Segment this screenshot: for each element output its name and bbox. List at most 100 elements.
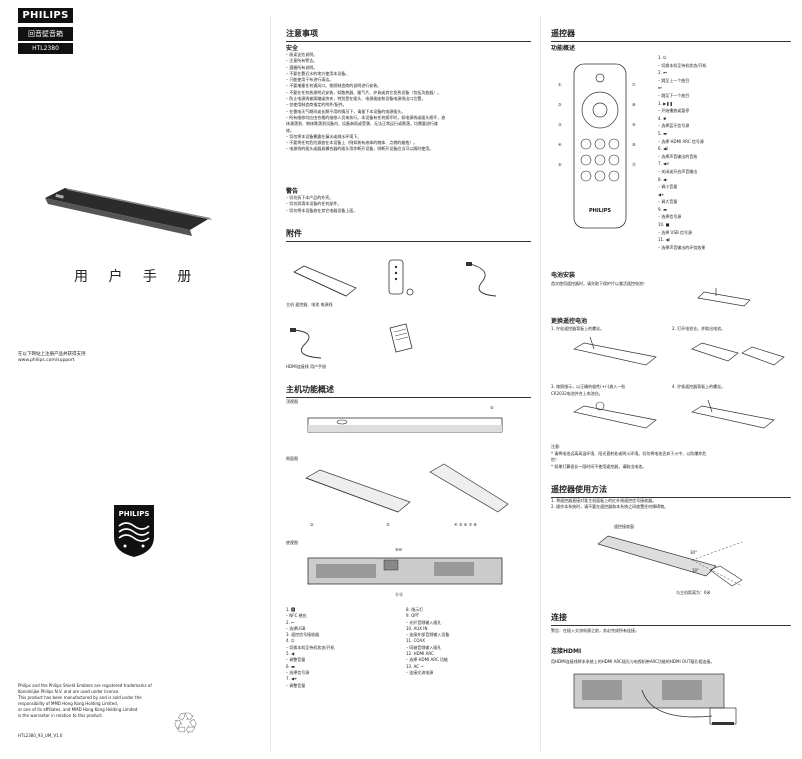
legend-item: – 选择 HDMI ARC 信号源 — [658, 138, 704, 144]
battery-tab-figure — [697, 288, 751, 307]
legend-item: – 选择蓝牙信号源 — [658, 123, 690, 129]
step-2: 2. 打开电池仓。并取出电池。 — [672, 326, 726, 331]
accessories-row2: HDMI连接线 用户手册 — [286, 364, 326, 369]
legend-item: 5. ◀ — [286, 651, 295, 657]
list-item: – 不要在靠近水的地方使用本设备。 — [286, 70, 350, 76]
legend-item: 9. ▬ — [658, 206, 667, 212]
legend-item: – 同轴音频输入插孔 — [406, 644, 442, 650]
bottom-marker-bottom: ⑪⑫ — [395, 592, 403, 597]
legal-line: is the warrantor in relation to this pro… — [18, 713, 104, 718]
list-item: – 仅使用制造商指定的附件/配件。 — [286, 102, 347, 108]
top-view-label: 顶视图 — [286, 399, 298, 404]
list-item: – 在雷电天气期间或长期不用的情况下，请拔下本设备的电源插头。 — [286, 108, 406, 114]
accessories-row1: 主机 遥控器、电池 电源线 — [286, 302, 333, 307]
hdmi-title: 连接HDMI — [551, 648, 582, 655]
legend-item: – 切换本机至待机状态/开机 — [658, 62, 707, 68]
step-2-figure — [691, 342, 785, 366]
remote-func-title: 功能概述 — [551, 45, 576, 52]
manual-title: 用 户 手 册 — [74, 269, 200, 285]
marker: ⑤ — [558, 162, 562, 167]
remote-control-figure: PHILIPS — [573, 63, 627, 229]
list-item: 体溅落到、物体跌落到设备内、设备淋雨或受潮、无法正常运行或跌落，均需要进行维 — [286, 121, 438, 127]
legend-item: 11. COAX — [406, 638, 425, 644]
legend-item: 2. ⭠ — [286, 619, 295, 625]
remote-usage-figure — [597, 535, 743, 587]
list-item: – 不要在任何热源附近安装，如散热器、暖气片、炉具或其它发热设备（包括功放器）。 — [286, 89, 442, 95]
list-item: – 注意所有警告。 — [286, 58, 318, 64]
support-line: 在以下网站上注册产品并获得支持 — [18, 352, 86, 357]
remote-markers-right: ⑦ ⑧ ⑨ ⑩ ⑪ — [632, 78, 636, 172]
remote-brand: PHILIPS — [589, 208, 611, 214]
legend-item: 2. ⏮ — [658, 70, 667, 76]
legend-item: 8. ◀- — [658, 176, 668, 182]
step-4: 4. 拧紧遥控器背板上的螺丝。 — [672, 384, 726, 389]
warning-heading: 警告 — [286, 188, 299, 195]
legend-item: – 选择 HDMI ARC 功能 — [406, 657, 448, 663]
soundbar-accessory-icon — [293, 265, 357, 297]
hdmi-cable-icon — [290, 328, 322, 359]
legend-item: – 跳至下一个曲目 — [658, 92, 690, 98]
legend-item: 11. ◀ⅰ — [658, 237, 670, 243]
support-url[interactable]: www.philips.com/support — [18, 358, 75, 363]
legend-item: 1. ⏻ — [658, 55, 667, 60]
legal-line: This product has been manufactured by an… — [18, 695, 142, 700]
side-view-label: 侧面图 — [286, 456, 298, 461]
legal-line: Philips and the Philips Shield Emblem ar… — [18, 683, 152, 688]
bottom-view-figure — [307, 557, 503, 585]
model-badge: HTL2380 — [18, 43, 73, 54]
legend-item: 13. AC ~ — [406, 663, 424, 669]
legend-item: – 选择USB — [286, 625, 306, 631]
notes-list: * 请将电池远离高温环境、阳光直射处或明火环境。切勿将电池丢弃于火中，以防爆炸危… — [551, 451, 791, 470]
legend-item: – 选择信号源 — [658, 214, 682, 220]
column-divider — [270, 16, 271, 751]
legend-item: 10. ■ — [658, 222, 670, 228]
step-3b: CR2032电池并合上电池仓。 — [551, 391, 603, 396]
brand-logo: PHILIPS — [18, 8, 73, 23]
column-divider — [540, 16, 541, 751]
legal-line: responsibility of MMD Hong Kong Holding … — [18, 701, 119, 706]
overview-legend-left: 1. 🅽 – NFC 感应 2. ⭠ – 选择USB 3. 遥控信号接收器 4.… — [286, 607, 406, 689]
legend-item: 12. HDMI ARC — [406, 651, 434, 657]
legend-item: – 调小音量 — [658, 184, 678, 190]
marker: ③ — [558, 122, 562, 127]
step-3-figure — [573, 401, 657, 429]
list-item: – 不要将任何危险源放在本设备上（例如装有液体的物体、点燃的蜡烛）。 — [286, 140, 418, 146]
connection-title: 连接 — [551, 612, 791, 626]
step-1-figure — [573, 336, 657, 366]
legend-item: – 光纤音频输入插孔 — [406, 619, 442, 625]
legend-item: – 选择声音输出的环绕效果 — [658, 244, 706, 250]
angle-lower: 30° — [692, 568, 700, 573]
legend-item: – 切换本机至待机状态/开机 — [286, 644, 335, 650]
bottom-marker-top: ⑨⑩ — [395, 547, 403, 552]
legend-item: – 选择 USB 信号源 — [658, 229, 693, 235]
remote-title: 遥控器 — [551, 28, 791, 42]
legal-line: or one of its affiliates, and MMD Hong K… — [18, 707, 138, 712]
product-type: 回音壁音箱 — [18, 27, 73, 41]
legend-item: – 连接交流电源 — [406, 669, 434, 675]
marker: ① — [558, 82, 562, 87]
usage-title: 遥控器使用方法 — [551, 484, 791, 498]
legend-item: 1. 🅽 — [286, 607, 296, 612]
side-marker-mid: ③ — [386, 522, 390, 527]
legend-item: 10. AUX IN — [406, 625, 428, 631]
bottom-view-label: 底视图 — [286, 540, 298, 545]
legend-item: – 开始播放或暂停 — [658, 108, 690, 114]
list-item: – 切勿将本设备放在其它电器设备上面。 — [286, 207, 358, 213]
list-item: – 只能使用干布进行清洁。 — [286, 77, 334, 83]
legend-item: 4. ⏻ — [286, 638, 295, 644]
note-title: 注意: — [551, 444, 561, 449]
angle-upper: 30° — [690, 550, 698, 555]
legend-item: 3. ▶❚❚ — [658, 100, 673, 106]
legend-item: 6. ◀ⅱ — [658, 146, 668, 152]
usage-item: 2. 操作本系统时，请不要在遥控器和本系统之间放置任何障碍物。 — [551, 504, 669, 510]
power-cord-icon — [466, 262, 497, 297]
side-marker-right: ④ ⑤ ⑥ ⑦ ⑧ — [454, 522, 478, 527]
list-item: – 切勿拆下本产品的外壳。 — [286, 195, 334, 200]
legend-item: – 调大音量 — [658, 199, 678, 205]
legend-item: – 连接外部音频输入设备 — [406, 632, 450, 638]
legend-item: – NFC 感应 — [286, 613, 307, 619]
note-item: * 如果打算很长一段时间不使用遥控器，请取出电池。 — [551, 463, 647, 469]
replace-title: 更换遥控电池 — [551, 318, 588, 325]
marker: ⑩ — [632, 142, 636, 147]
side-marker-left: ② — [310, 522, 314, 527]
